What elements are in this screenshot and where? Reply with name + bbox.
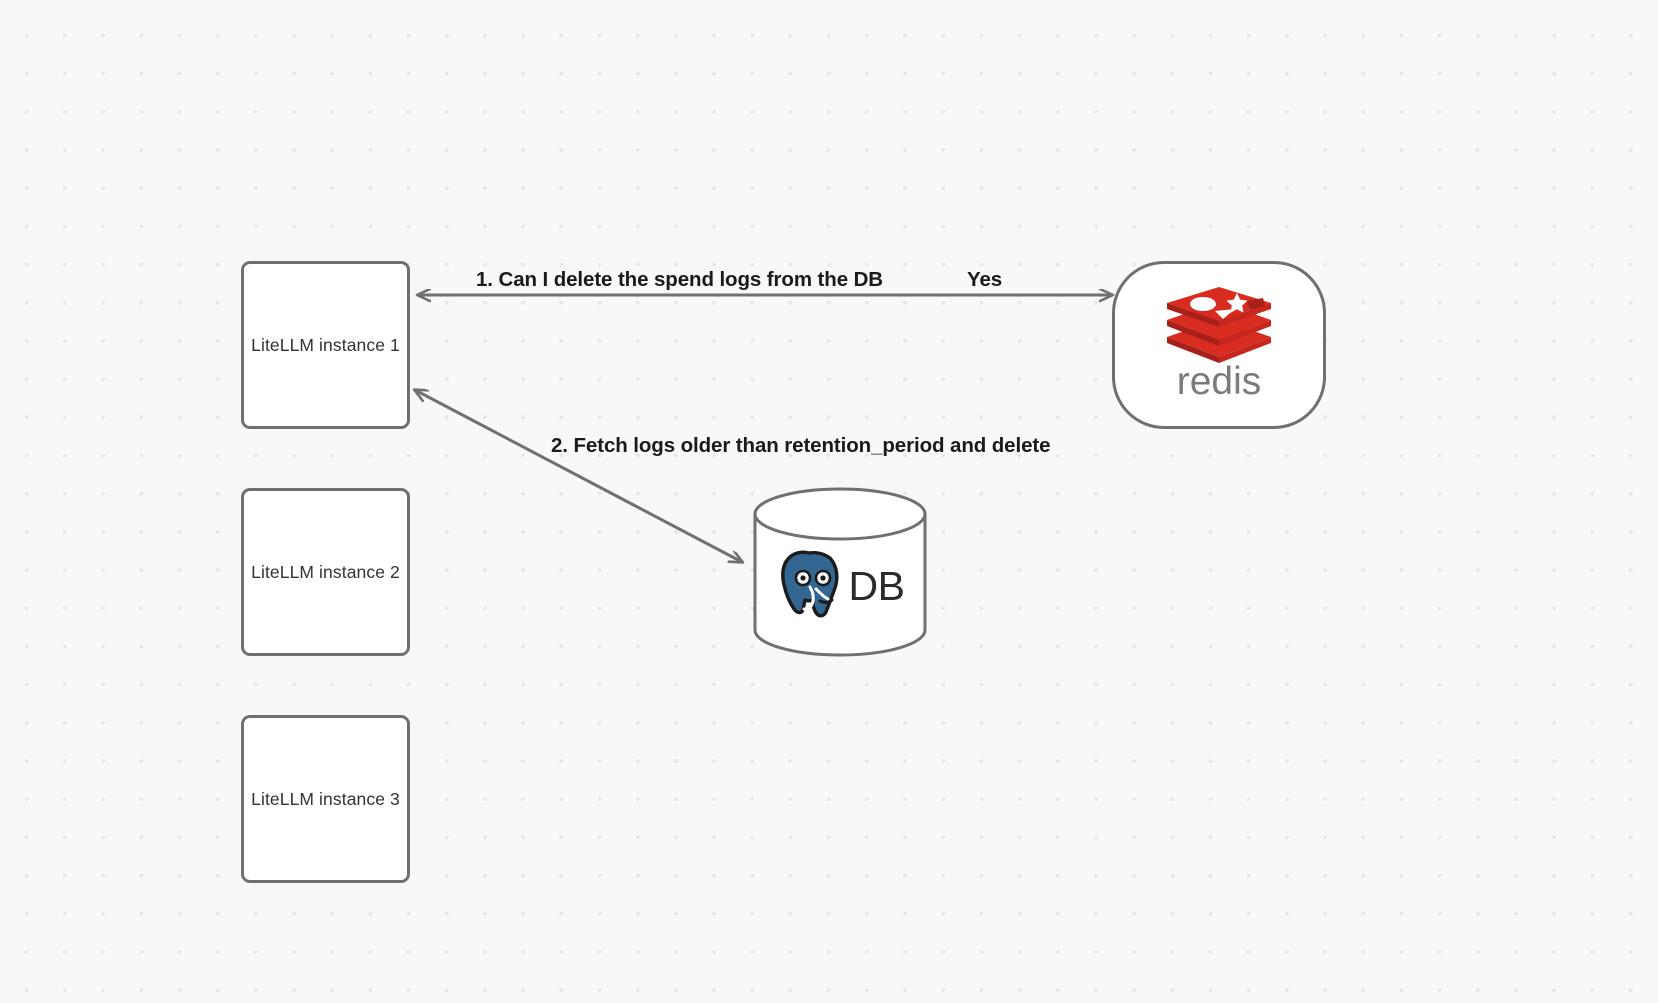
edge-label-database-action: 2. Fetch logs older than retention_perio… <box>551 434 1051 457</box>
node-litellm-instance-1[interactable]: LiteLLM instance 1 <box>241 261 410 429</box>
redis-logo-icon <box>1167 287 1271 363</box>
node-database[interactable]: DB <box>753 487 927 657</box>
node-label: LiteLLM instance 2 <box>251 561 400 582</box>
node-litellm-instance-3[interactable]: LiteLLM instance 3 <box>241 715 410 883</box>
edge-label-redis-answer: Yes <box>967 268 1003 291</box>
node-label: LiteLLM instance 3 <box>251 788 400 809</box>
database-label: DB <box>848 562 905 609</box>
edge-instance1-database <box>415 390 742 562</box>
node-litellm-instance-2[interactable]: LiteLLM instance 2 <box>241 488 410 656</box>
redis-wordmark-text: redis <box>1177 363 1262 403</box>
node-label: LiteLLM instance 1 <box>251 334 400 355</box>
postgresql-elephant-icon <box>780 550 839 618</box>
edge-label-redis-question: 1. Can I delete the spend logs from the … <box>476 268 884 291</box>
node-redis[interactable]: redis <box>1112 261 1326 429</box>
cylinder-shape <box>753 487 927 657</box>
database-logo-group: DB <box>753 487 927 657</box>
redis-wordmark: redis <box>1177 363 1262 403</box>
